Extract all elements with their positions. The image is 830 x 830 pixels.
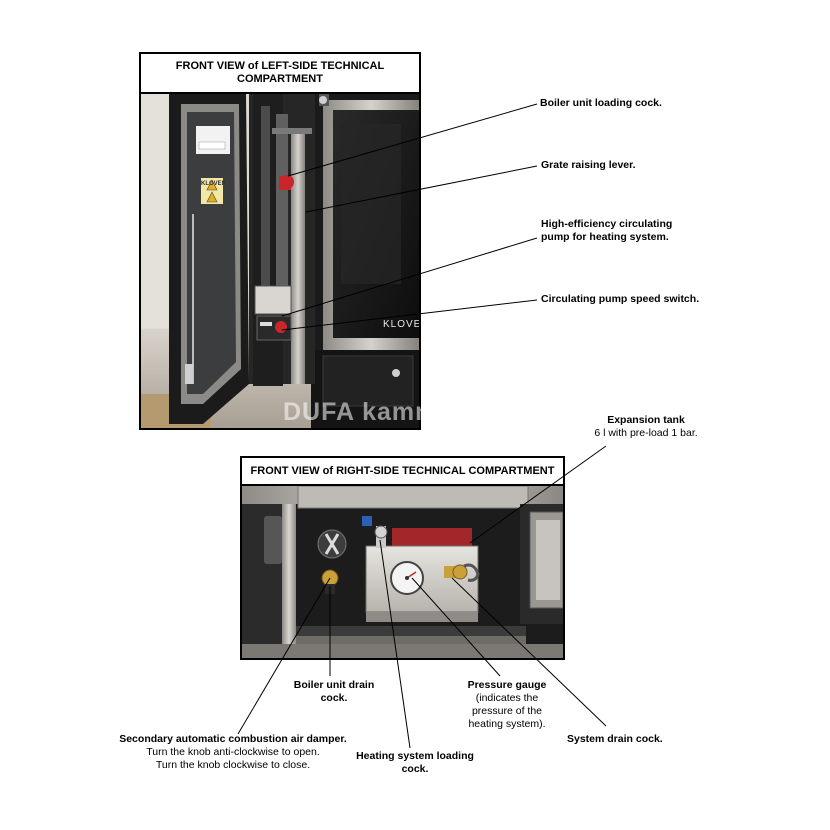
label-circulating-pump: High-efficiency circulating pump for hea… xyxy=(541,218,673,243)
label-boiler-loading-cock: Boiler unit loading cock. xyxy=(540,97,662,109)
label-expansion-tank: Expansion tank 6 l with pre-load 1 bar. xyxy=(594,414,698,439)
left-figure-title: FRONT VIEW of LEFT-SIDE TECHNICAL COMPAR… xyxy=(141,54,419,94)
label-heating-loading-cock: Heating system loading cock. xyxy=(356,750,474,775)
stove-brand-text: KLOVE xyxy=(383,319,419,330)
left-compartment-photo: KLOVER KLOVE xyxy=(141,94,419,428)
left-figure-title-line2: COMPARTMENT xyxy=(237,73,323,85)
label-pressure-gauge: Pressure gauge (indicates the pressure o… xyxy=(467,679,547,730)
label-system-drain-cock: System drain cock. xyxy=(567,733,663,745)
label-grate-raising-lever: Grate raising lever. xyxy=(541,159,636,171)
right-compartment-photo xyxy=(242,486,563,658)
left-compartment-illustration xyxy=(141,94,419,428)
right-compartment-illustration xyxy=(242,486,563,658)
label-pump-speed-switch: Circulating pump speed switch. xyxy=(541,293,700,305)
left-figure-title-line1: FRONT VIEW of LEFT-SIDE TECHNICAL xyxy=(175,60,385,72)
watermark: DUFA kamna, s.r.o. xyxy=(283,398,527,426)
left-compartment-figure: FRONT VIEW of LEFT-SIDE TECHNICAL COMPAR… xyxy=(139,52,421,430)
door-logo-text: KLOVER xyxy=(201,181,227,187)
right-compartment-figure: FRONT VIEW of RIGHT-SIDE TECHNICAL COMPA… xyxy=(240,456,565,660)
label-boiler-drain-cock: Boiler unit drain cock. xyxy=(293,679,375,704)
label-air-damper: Secondary automatic combustion air dampe… xyxy=(119,733,347,771)
right-figure-title: FRONT VIEW of RIGHT-SIDE TECHNICAL COMPA… xyxy=(242,458,563,486)
